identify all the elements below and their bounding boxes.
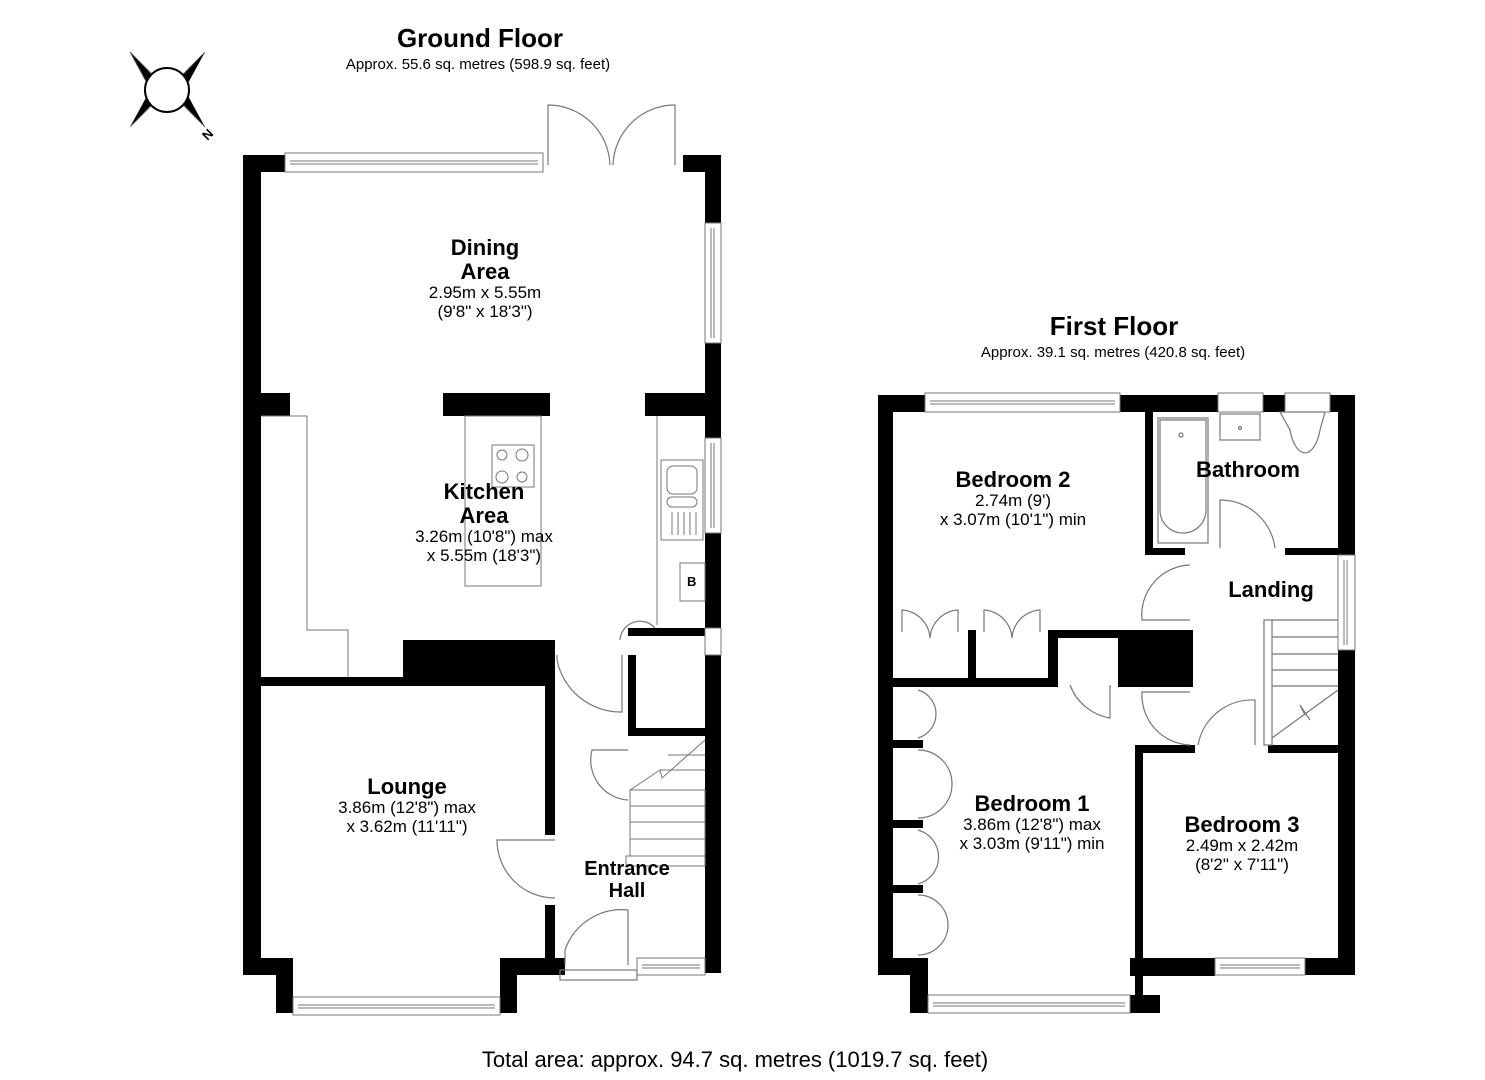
room-name: Bedroom 3 (1184, 812, 1300, 837)
first-floor-title: First Floor (1049, 311, 1179, 341)
room-name: Bedroom 1 (974, 791, 1090, 816)
room-lounge: Lounge 3.86m (12'8") max x 3.62m (11'11"… (338, 774, 476, 837)
ground-floor-stairs (625, 739, 706, 867)
room-name: Lounge (367, 774, 447, 799)
first-floor-doors-fixtures (901, 411, 1339, 956)
room-name: Dining (450, 235, 520, 260)
total-area: Total area: approx. 94.7 sq. metres (101… (481, 1047, 989, 1072)
room-dimensions: x 3.62m (11'11") (346, 816, 468, 836)
room-dimensions: x 5.55m (18'3") (426, 546, 542, 566)
room-name: Landing (1228, 577, 1314, 602)
room-name: Kitchen (443, 479, 525, 504)
room-entrance-hall: Entrance Hall (584, 858, 670, 902)
ground-floor-area: Approx. 55.6 sq. metres (598.9 sq. feet) (345, 56, 611, 73)
room-dining-area: Dining Area 2.95m x 5.55m (9'8" x 18'3") (428, 235, 542, 322)
boiler-label: B (687, 574, 697, 589)
ground-floor-walls (243, 155, 721, 1013)
room-dimensions: x 3.07m (10'1") min (939, 509, 1087, 529)
room-kitchen-area: Kitchen Area 3.26m (10'8") max x 5.55m (… (415, 479, 553, 566)
room-name: Hall (608, 880, 646, 902)
room-name: Bedroom 2 (955, 467, 1071, 492)
room-name: Area (460, 259, 510, 285)
ground-floor-doors (496, 104, 676, 981)
room-dimensions: 3.26m (10'8") max (415, 527, 553, 547)
room-dimensions: x 3.03m (9'11") min (959, 833, 1105, 853)
room-dimensions: 3.86m (12'8") max (338, 798, 476, 818)
first-floor-windows (924, 392, 1356, 1014)
room-dimensions: 2.74m (9') (975, 491, 1051, 511)
room-name: Bathroom (1196, 457, 1300, 482)
first-floor-walls (878, 395, 1355, 1013)
room-dimensions: 3.86m (12'8") max (963, 815, 1101, 835)
room-dimensions: (9'8" x 18'3") (437, 302, 533, 322)
room-dimensions: 2.49m x 2.42m (1185, 836, 1299, 856)
room-bathroom: Bathroom (1196, 457, 1300, 482)
compass-rose-icon (129, 51, 206, 128)
room-name: Entrance (584, 858, 670, 880)
room-dimensions: (8'2" x 7'11") (1195, 854, 1289, 874)
room-bedroom-2: Bedroom 2 2.74m (9') x 3.07m (10'1") min (939, 467, 1087, 530)
ground-floor-title: Ground Floor (396, 23, 564, 53)
room-landing: Landing (1228, 577, 1314, 602)
first-floor-area: Approx. 39.1 sq. metres (420.8 sq. feet) (980, 344, 1246, 361)
room-bedroom-3: Bedroom 3 2.49m x 2.42m (8'2" x 7'11") (1184, 812, 1300, 875)
ground-floor-windows (284, 152, 722, 1016)
kitchen-units (261, 415, 706, 677)
room-name: Area (459, 503, 509, 529)
room-dimensions: 2.95m x 5.55m (428, 283, 542, 303)
room-bedroom-1: Bedroom 1 3.86m (12'8") max x 3.03m (9'1… (959, 791, 1105, 854)
